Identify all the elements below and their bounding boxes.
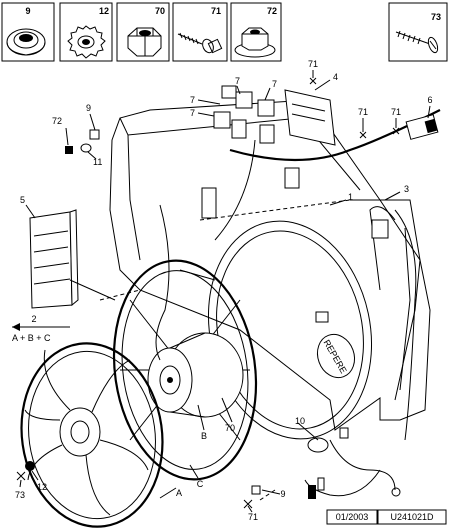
callout-A: A [176, 488, 182, 498]
part-12-number: 12 [99, 6, 109, 16]
part-70-number: 70 [155, 6, 165, 16]
screw-markers [16, 77, 400, 509]
parts-bar: 9 12 70 [1, 2, 448, 62]
callout-71-bottom: 71 [248, 512, 258, 522]
callout-70: 70 [225, 423, 235, 433]
leader-lines [12, 70, 431, 513]
callout-12: 12 [37, 482, 47, 492]
callout-11: 11 [93, 157, 102, 167]
part-70-tile[interactable]: 70 [116, 2, 170, 62]
assembly-formula: A + B + C [12, 333, 51, 343]
relay-bank[interactable] [213, 85, 275, 144]
callout-7-c: 7 [235, 76, 240, 86]
callout-71-top: 71 [308, 59, 318, 69]
countersunk-screw-icon [395, 30, 439, 54]
serrated-washer-icon [67, 25, 106, 59]
callout-9-bottom: 9 [280, 489, 285, 499]
callout-71-right: 71 [391, 107, 401, 117]
fan-motor[interactable] [147, 332, 244, 418]
part-12-tile[interactable]: 12 [59, 2, 113, 62]
connector-6[interactable] [405, 114, 439, 140]
callout-7-a: 7 [190, 95, 195, 105]
callout-7-d: 7 [272, 79, 277, 89]
part-9-tile[interactable]: 9 [1, 2, 55, 62]
control-module[interactable] [284, 89, 336, 146]
guide-lines [69, 199, 351, 501]
callout-5: 5 [20, 195, 25, 205]
callout-3: 3 [404, 184, 409, 194]
callout-C: C [197, 479, 204, 489]
air-deflector[interactable] [29, 209, 79, 309]
fan-blade[interactable] [10, 334, 174, 531]
part-71-number: 71 [211, 6, 221, 16]
callout-6: 6 [427, 95, 432, 105]
date-stamp: 01/2003 [336, 512, 369, 522]
screw-icon [177, 32, 223, 54]
callout-4: 4 [333, 72, 338, 82]
callout-9-top: 9 [86, 103, 91, 113]
callout-71-mid: 71 [358, 107, 368, 117]
reference-stamp: U241021D [390, 512, 434, 522]
callout-1: 1 [348, 192, 353, 202]
repere-label: REPERE [316, 333, 356, 379]
wiring-harness[interactable] [155, 109, 441, 497]
grommet-icon [6, 28, 46, 56]
callout-72: 72 [52, 116, 62, 126]
part-9-number: 9 [25, 6, 30, 16]
part-72-number: 72 [267, 6, 277, 16]
part-73-tile[interactable]: 73 [388, 2, 448, 62]
callout-2: 2 [31, 314, 36, 324]
hex-nut-icon [127, 27, 162, 57]
part-71-tile[interactable]: 71 [172, 2, 228, 62]
callout-73: 73 [15, 490, 25, 500]
callout-7-b: 7 [190, 108, 195, 118]
part-72-tile[interactable]: 72 [230, 2, 282, 62]
callout-B: B [201, 431, 207, 441]
callout-10: 10 [295, 416, 305, 426]
part-73-number: 73 [431, 12, 441, 22]
callout-labels: 71 4 7 7 7 7 9 72 11 71 71 6 3 1 5 2 A +… [12, 59, 433, 522]
footer-stamps: 01/2003 U241021D [326, 509, 447, 525]
flange-nut-icon [234, 27, 276, 58]
